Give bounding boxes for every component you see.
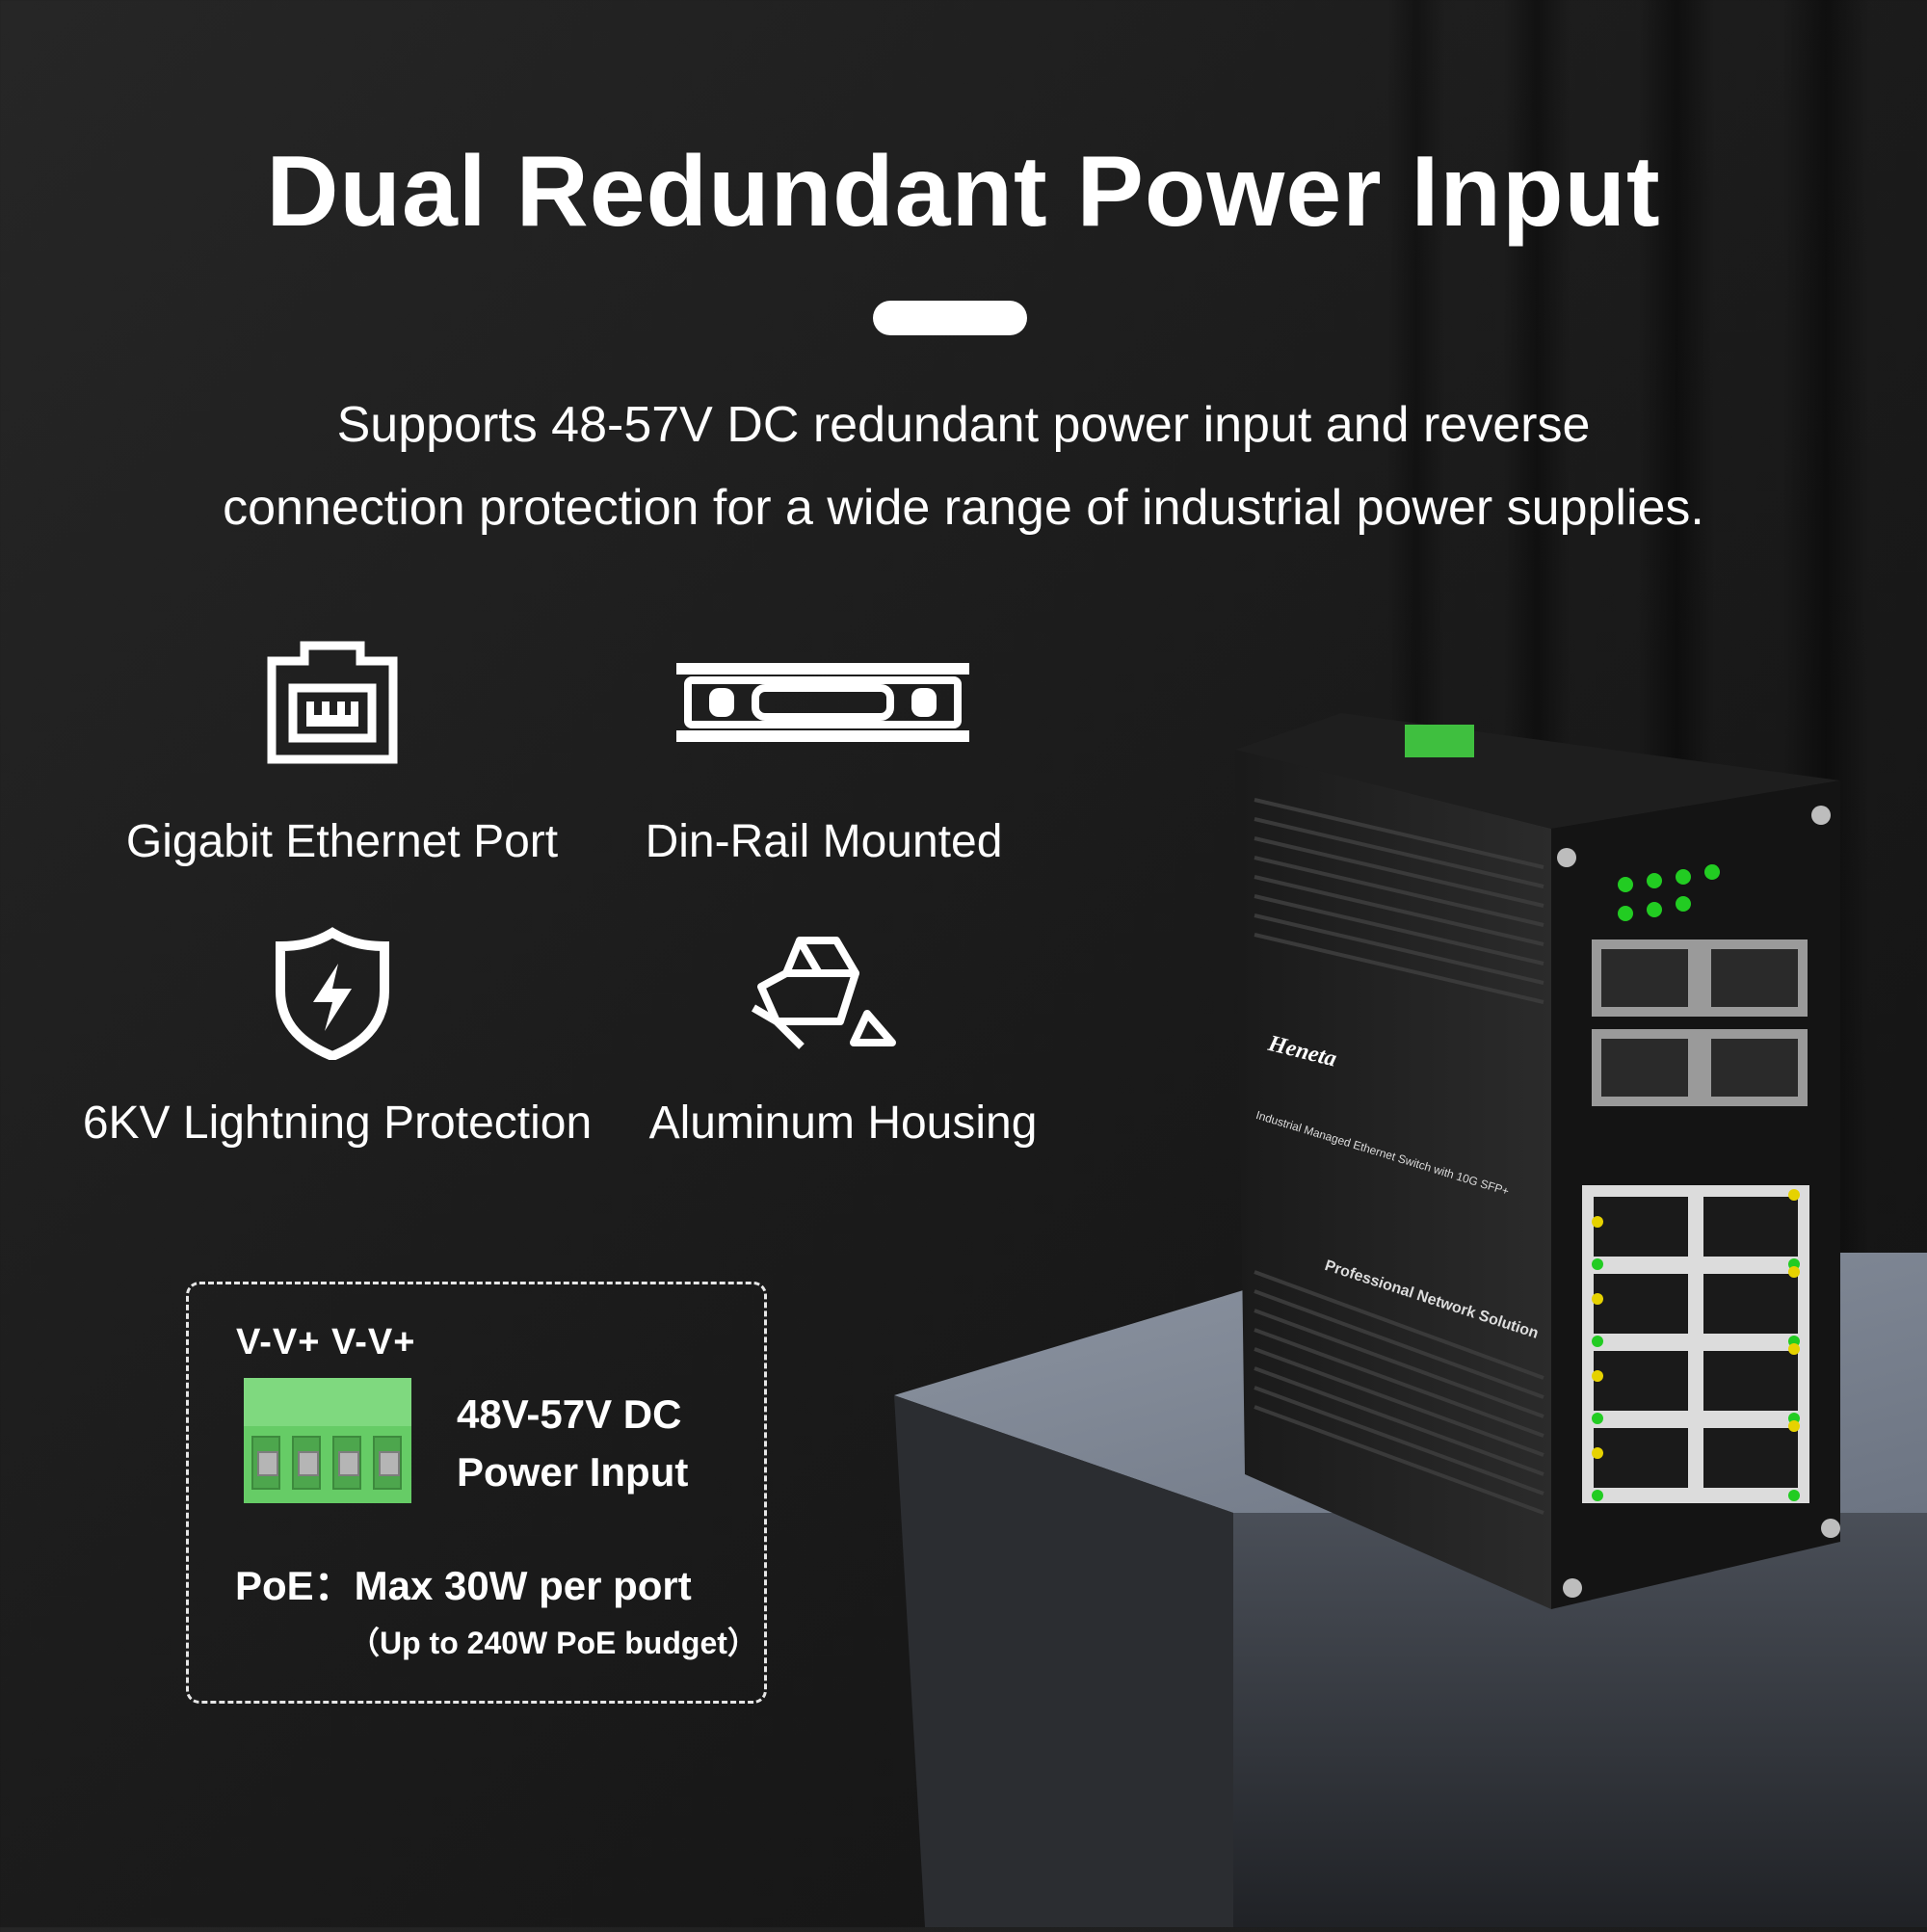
aluminum-bars-icon (748, 935, 898, 1052)
subtitle-line: Supports 48-57V DC redundant power input… (336, 397, 1591, 453)
terminal-pin-label: V-V+ V-V+ (236, 1322, 416, 1363)
ethernet-port-icon (266, 638, 399, 765)
feature-label-din-rail: Din-Rail Mounted (645, 816, 1003, 867)
title-divider (873, 301, 1027, 335)
page-title: Dual Redundant Power Input (266, 136, 1661, 248)
dc-voltage: 48V-57V DC (457, 1391, 682, 1437)
feature-label-lightning: 6KV Lightning Protection (82, 1098, 593, 1149)
dc-power-input: Power Input (457, 1449, 689, 1495)
terminal-block-icon (244, 1378, 411, 1503)
poe-budget-label: （Up to 240W PoE budget） (349, 1626, 758, 1660)
dc-input-label: 48V-57V DC Power Input (457, 1386, 688, 1501)
feature-label-aluminum: Aluminum Housing (648, 1098, 1038, 1149)
subtitle-line: connection protection for a wide range o… (223, 480, 1704, 536)
page-subtitle: Supports 48-57V DC redundant power input… (145, 384, 1782, 549)
power-input-box (186, 1282, 767, 1704)
din-rail-icon (676, 663, 969, 742)
poe-label: PoE：Max 30W per port (235, 1563, 692, 1608)
lightning-shield-icon (275, 927, 390, 1062)
network-switch-device: Heneta Industrial Managed Ethernet Switc… (1216, 713, 1840, 1619)
feature-label-ethernet: Gigabit Ethernet Port (125, 816, 559, 867)
